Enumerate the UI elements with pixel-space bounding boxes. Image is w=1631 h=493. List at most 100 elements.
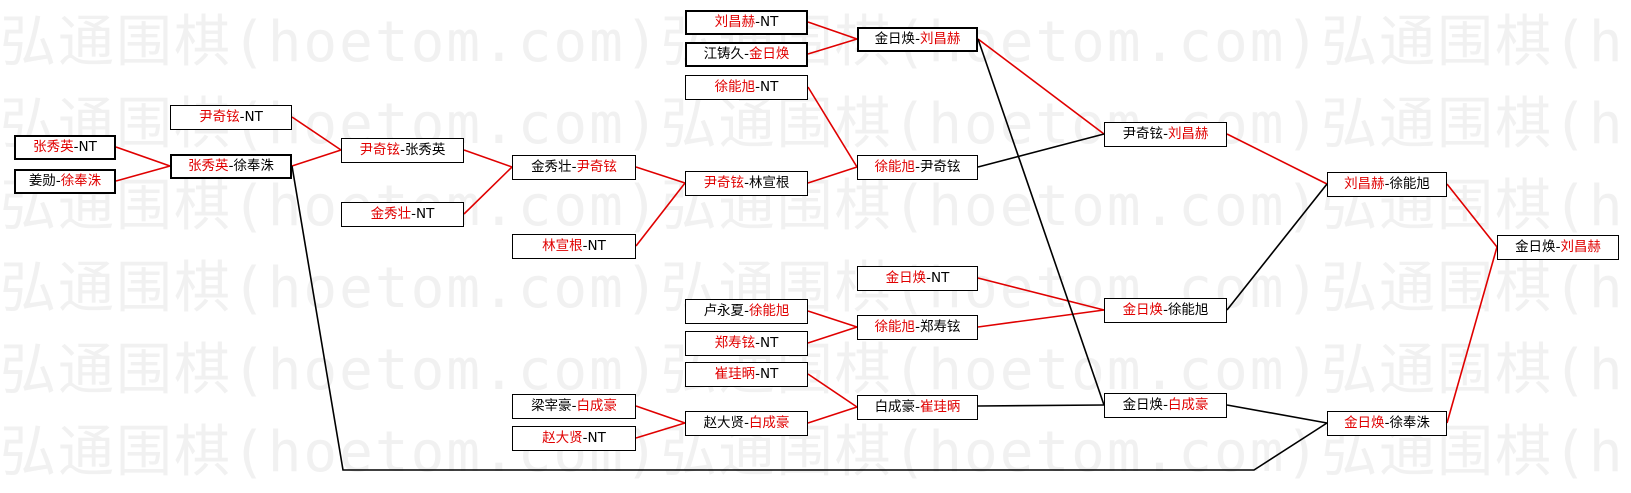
connector-line (807, 373, 858, 408)
player-name: 尹奇铉 (576, 159, 617, 175)
connector-line (115, 146, 171, 167)
match-box: 金日焕-徐能旭 (1104, 298, 1227, 323)
connector-line (115, 165, 171, 182)
connector-line (807, 86, 858, 168)
player-name: 江铸久 (703, 46, 745, 62)
match-box: 张秀英-NT (14, 135, 116, 160)
player-name: 崔珪昞 (919, 399, 961, 415)
match-box: 金日焕-白成豪 (1104, 393, 1227, 418)
match-box: 梁宰豪-白成豪 (512, 394, 636, 419)
connector-line (807, 326, 858, 344)
player-name: 徐能旭 (874, 319, 916, 335)
match-box: 刘昌赫-徐能旭 (1327, 172, 1447, 197)
match-box: 尹奇铉-刘昌赫 (1104, 122, 1227, 147)
match-box: 徐能旭-郑寿铉 (857, 315, 978, 340)
player-name: NT (760, 79, 779, 95)
connector-line (807, 166, 858, 184)
match-box: 徐能旭-NT (685, 75, 808, 100)
match-box: 郑寿铉-NT (685, 331, 808, 356)
match-box: 刘昌赫-NT (685, 10, 808, 35)
player-name: 金秀壮 (370, 206, 412, 222)
player-name: 刘昌赫 (1167, 126, 1209, 142)
connector-line (1226, 183, 1328, 311)
connector-line (977, 277, 1105, 311)
connector-line (1226, 133, 1328, 185)
player-name: 徐能旭 (874, 159, 916, 175)
match-box: 金日焕-NT (857, 266, 978, 291)
player-name: 白成豪 (576, 398, 617, 414)
player-name: 刘昌赫 (1560, 239, 1601, 255)
player-name: 刘昌赫 (919, 31, 961, 47)
match-box: 林宣根-NT (512, 234, 636, 259)
match-box: 卢永夏-徐能旭 (685, 299, 808, 324)
player-name: 尹奇铉 (1122, 126, 1164, 142)
player-name: 郑寿铉 (714, 335, 756, 351)
match-box-final: 金日焕-刘昌赫 (1497, 235, 1619, 260)
player-name: 姜勋 (28, 173, 56, 189)
player-name: NT (416, 206, 435, 222)
match-box: 徐能旭-尹奇铉 (857, 155, 978, 180)
connector-line (463, 149, 513, 168)
player-name: NT (760, 14, 779, 30)
player-name: 尹奇铉 (359, 142, 401, 158)
connector-line (807, 21, 858, 40)
match-box: 尹奇铉-林宣根 (685, 171, 808, 196)
connector-line (635, 182, 686, 247)
match-box: 赵大贤-白成豪 (685, 411, 808, 436)
connector-line (1446, 246, 1498, 424)
player-name: 张秀英 (404, 142, 446, 158)
match-box: 张秀英-徐奉洙 (170, 154, 292, 179)
connector-line (1226, 404, 1328, 424)
match-box: 尹奇铉-NT (170, 105, 292, 130)
player-name: 金秀壮 (531, 159, 572, 175)
player-name: 郑寿铉 (919, 319, 961, 335)
player-name: 徐能旭 (1167, 302, 1209, 318)
player-name: 白成豪 (1167, 397, 1209, 413)
connector-line (291, 165, 1328, 471)
match-box: 金日焕-徐奉洙 (1327, 411, 1447, 436)
match-box: 尹奇铉-张秀英 (341, 138, 464, 163)
match-box: 金秀壮-NT (341, 202, 464, 227)
player-name: 徐奉洙 (1389, 415, 1430, 431)
connector-line (807, 310, 858, 328)
player-name: 金日焕 (874, 31, 916, 47)
player-name: 金日焕 (748, 46, 790, 62)
player-name: NT (78, 139, 97, 155)
connector-line (635, 405, 686, 424)
connector-line (977, 38, 1105, 406)
player-name: 赵大贤 (542, 430, 583, 446)
player-name: 金日焕 (885, 270, 927, 286)
player-name: 林宣根 (542, 238, 583, 254)
player-name: 金日焕 (1122, 397, 1164, 413)
connector-line (807, 406, 858, 424)
player-name: 刘昌赫 (1344, 176, 1385, 192)
match-box: 赵大贤-NT (512, 426, 636, 451)
match-box: 姜勋-徐奉洙 (14, 169, 116, 194)
match-box: 白成豪-崔珪昞 (857, 395, 978, 420)
player-name: 尹奇铉 (703, 175, 745, 191)
connector-line (1446, 183, 1498, 248)
player-name: 徐奉洙 (233, 158, 274, 174)
player-name: 金日焕 (1122, 302, 1164, 318)
player-name: 徐奉洙 (60, 173, 102, 189)
player-name: 金日焕 (1515, 239, 1556, 255)
player-name: 张秀英 (188, 158, 229, 174)
match-box: 江铸久-金日焕 (685, 42, 808, 67)
player-name: NT (244, 109, 263, 125)
connector-line (635, 422, 686, 439)
player-name: 金日焕 (1344, 415, 1385, 431)
player-name: 张秀英 (33, 139, 74, 155)
player-name: 白成豪 (748, 415, 790, 431)
match-box: 崔珪昞-NT (685, 362, 808, 387)
player-name: NT (587, 238, 606, 254)
player-name: 刘昌赫 (714, 14, 756, 30)
player-name: 赵大贤 (703, 415, 745, 431)
player-name: 徐能旭 (748, 303, 790, 319)
connector-line (977, 38, 1105, 135)
player-name: NT (587, 430, 606, 446)
player-name: 崔珪昞 (714, 366, 756, 382)
connector-line (291, 116, 342, 151)
player-name: 林宣根 (748, 175, 790, 191)
player-name: 尹奇铉 (919, 159, 961, 175)
